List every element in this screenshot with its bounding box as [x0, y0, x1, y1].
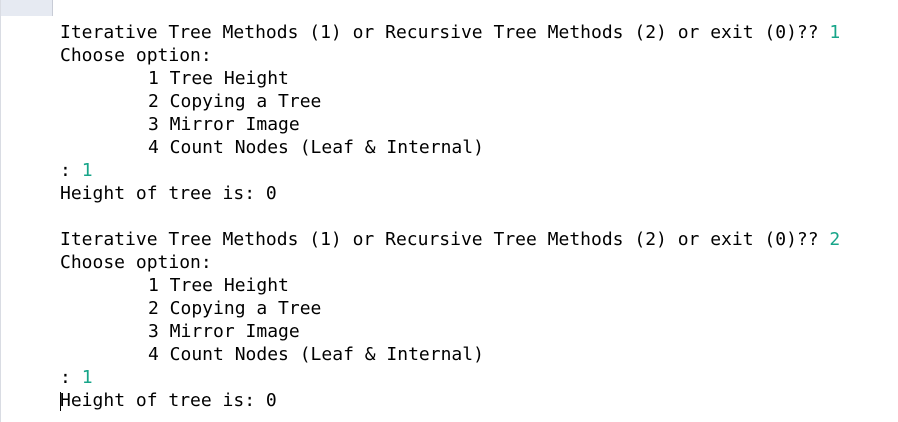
menu-title: Choose option:: [60, 252, 212, 273]
blank-line: [60, 205, 840, 228]
choice-prefix: :: [60, 160, 82, 181]
menu-option: 1 Tree Height: [148, 275, 289, 296]
mode-prompt-input: 2: [829, 229, 841, 250]
menu-option: 4 Count Nodes (Leaf & Internal): [148, 137, 484, 158]
result-line: Height of tree is: 0: [60, 182, 840, 205]
menu-option: 3 Mirror Image: [148, 321, 300, 342]
console-left-border: [0, 0, 1, 422]
menu-option: 4 Count Nodes (Leaf & Internal): [148, 344, 484, 365]
choice-input: 1: [81, 367, 93, 388]
result-line: Height of tree is: 0: [60, 389, 840, 412]
choice-prefix: :: [60, 367, 82, 388]
mode-prompt-text: Iterative Tree Methods (1) or Recursive …: [60, 22, 830, 43]
mode-prompt-line: Iterative Tree Methods (1) or Recursive …: [60, 228, 840, 251]
menu-option: 2 Copying a Tree: [148, 298, 322, 319]
mode-prompt-text: Iterative Tree Methods (1) or Recursive …: [60, 229, 830, 250]
result-text: eight of tree is: 0: [70, 183, 277, 204]
choice-line: : 1: [60, 159, 840, 182]
menu-option: 2 Copying a Tree: [148, 91, 322, 112]
text-cursor: [60, 391, 61, 411]
mode-prompt-line: Iterative Tree Methods (1) or Recursive …: [60, 21, 840, 44]
choice-line: : 1: [60, 366, 840, 389]
gutter-divider: [52, 0, 53, 16]
mode-prompt-input: 1: [829, 22, 841, 43]
menu-option: 1 Tree Height: [148, 68, 289, 89]
choice-input: 1: [81, 160, 93, 181]
result-text: eight of tree is: 0: [70, 390, 277, 411]
menu-option: 3 Mirror Image: [148, 114, 300, 135]
result-first-char: H: [60, 183, 71, 204]
console-text-area[interactable]: Iterative Tree Methods (1) or Recursive …: [60, 21, 840, 412]
menu-title: Choose option:: [60, 45, 212, 66]
console-gutter: [0, 0, 52, 16]
result-first-char: H: [60, 390, 71, 411]
